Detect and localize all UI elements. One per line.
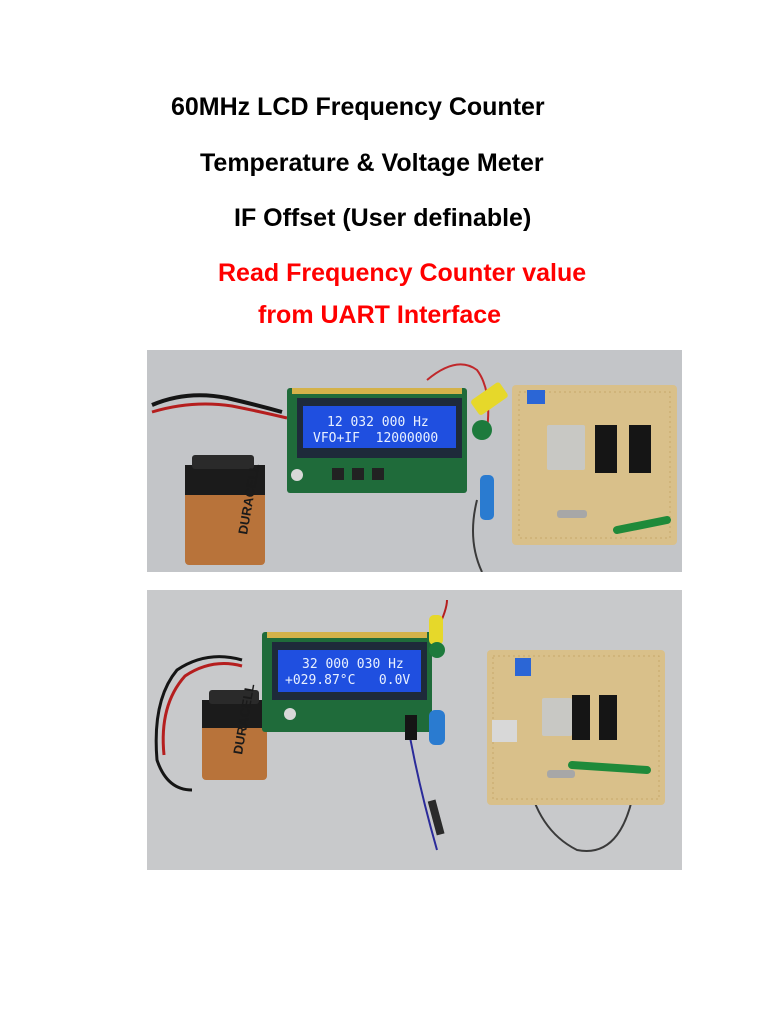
protoboard-2 bbox=[487, 650, 665, 805]
battery-9v-2: DURACELL bbox=[202, 682, 267, 780]
title-line-3: IF Offset (User definable) bbox=[234, 204, 532, 232]
highlight-line-1: Read Frequency Counter value bbox=[218, 259, 587, 287]
lcd-line-1: 12 032 000 Hz bbox=[327, 415, 429, 430]
lcd-module-2: 32 000 030 Hz +029.87°C 0.0V bbox=[262, 632, 432, 740]
frequency-counter-photo-1: DURACELL 12 032 000 Hz VFO+IF 12000000 bbox=[147, 350, 682, 572]
highlight-line-2: from UART Interface bbox=[258, 301, 502, 329]
lcd-line-2-photo-2: +029.87°C 0.0V bbox=[285, 673, 410, 688]
protoboard bbox=[512, 385, 677, 545]
lcd-line-2: VFO+IF 12000000 bbox=[313, 431, 438, 446]
lcd-line-1-photo-2: 32 000 030 Hz bbox=[302, 657, 404, 672]
frequency-counter-photo-2: DURACELL 32 000 030 Hz +029.87°C 0.0V bbox=[147, 590, 682, 870]
photo-1-scene: DURACELL 12 032 000 Hz VFO+IF 12000000 bbox=[147, 350, 682, 572]
battery-9v: DURACELL bbox=[185, 455, 265, 565]
photo-2-scene: DURACELL 32 000 030 Hz +029.87°C 0.0V bbox=[147, 590, 682, 870]
title-line-2: Temperature & Voltage Meter bbox=[200, 149, 544, 177]
title-line-1: 60MHz LCD Frequency Counter bbox=[171, 93, 545, 121]
lcd-module: 12 032 000 Hz VFO+IF 12000000 bbox=[287, 388, 467, 493]
